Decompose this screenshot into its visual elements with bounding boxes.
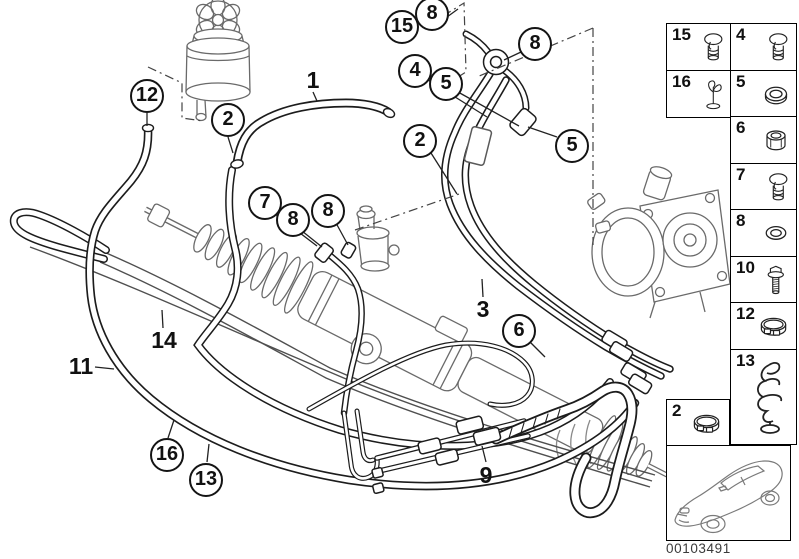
- round-head-screw-icon: [769, 33, 788, 61]
- legend-number: 5: [736, 71, 746, 91]
- callout-2[interactable]: 2: [403, 124, 437, 158]
- legend-cell-12[interactable]: 12: [730, 302, 797, 350]
- callout-4[interactable]: 4: [398, 54, 432, 88]
- hose-clamp-icon: [693, 414, 720, 433]
- hydraulic-lines-drawing: [29, 246, 656, 488]
- legend-cell-5[interactable]: 5: [730, 69, 797, 118]
- hose-clamp-icon: [760, 317, 787, 336]
- legend-number: 2: [672, 401, 682, 420]
- callout-14[interactable]: 14: [151, 326, 177, 353]
- callout-12[interactable]: 12: [130, 79, 164, 113]
- callout-8[interactable]: 8: [311, 194, 345, 228]
- power-steering-pump-drawing: [587, 166, 731, 319]
- callout-9[interactable]: 9: [479, 461, 493, 488]
- legend-cell-8[interactable]: 8: [730, 209, 797, 257]
- round-head-screw-icon: [704, 33, 723, 61]
- spring-clip-icon: [757, 361, 783, 434]
- car-thumbnail-box: [666, 444, 791, 541]
- retainer-clip-icon: [706, 79, 722, 109]
- callout-5[interactable]: 5: [555, 129, 589, 163]
- legend-number: 16: [672, 71, 691, 91]
- seal-ring-icon: [765, 225, 787, 241]
- legend-cell-6[interactable]: 6: [730, 116, 797, 164]
- callout-13[interactable]: 13: [189, 463, 223, 497]
- legend-number: 4: [736, 25, 746, 44]
- legend-number: 13: [736, 350, 755, 370]
- legend-number: 10: [736, 257, 755, 277]
- fittings-drawing: [314, 48, 653, 495]
- legend-cell-16[interactable]: 16: [666, 69, 732, 118]
- legend-cell-15[interactable]: 15: [666, 23, 732, 71]
- legend-cell-4[interactable]: 4: [730, 23, 797, 71]
- callout-1[interactable]: 1: [306, 66, 320, 93]
- callout-8[interactable]: 8: [518, 27, 552, 61]
- car-silhouette-icon: [674, 459, 783, 533]
- callout-6[interactable]: 6: [502, 314, 536, 348]
- callout-8[interactable]: 8: [276, 203, 310, 237]
- callout-8[interactable]: 8: [415, 0, 449, 31]
- callout-11[interactable]: 11: [68, 352, 94, 379]
- legend-cell-13[interactable]: 13: [730, 348, 797, 445]
- legend-number: 12: [736, 304, 755, 323]
- steering-rack-drawing: [144, 203, 711, 503]
- legend-number: 15: [672, 25, 691, 44]
- steering-valve-drawing: [356, 205, 400, 272]
- callout-5[interactable]: 5: [429, 67, 463, 101]
- drawing-number: 00103491: [666, 541, 731, 556]
- legend-cell-7[interactable]: 7: [730, 162, 797, 211]
- legend-number: 6: [736, 118, 746, 137]
- callout-15[interactable]: 15: [385, 10, 419, 44]
- round-head-screw-icon: [769, 172, 788, 200]
- legend-cell-2[interactable]: 2: [666, 399, 730, 446]
- legend-number: 7: [736, 164, 746, 184]
- washer-ring-icon: [764, 86, 788, 104]
- reservoir-drawing: [185, 0, 251, 122]
- flange-bolt-icon: [767, 265, 784, 294]
- hex-nut-icon: [766, 130, 786, 151]
- legend-number: 8: [736, 211, 746, 230]
- callout-3[interactable]: 3: [476, 295, 490, 322]
- legend-cell-10[interactable]: 10: [730, 255, 797, 304]
- callout-2[interactable]: 2: [211, 103, 245, 137]
- leader-lines: [94, 8, 558, 463]
- callout-16[interactable]: 16: [150, 438, 184, 472]
